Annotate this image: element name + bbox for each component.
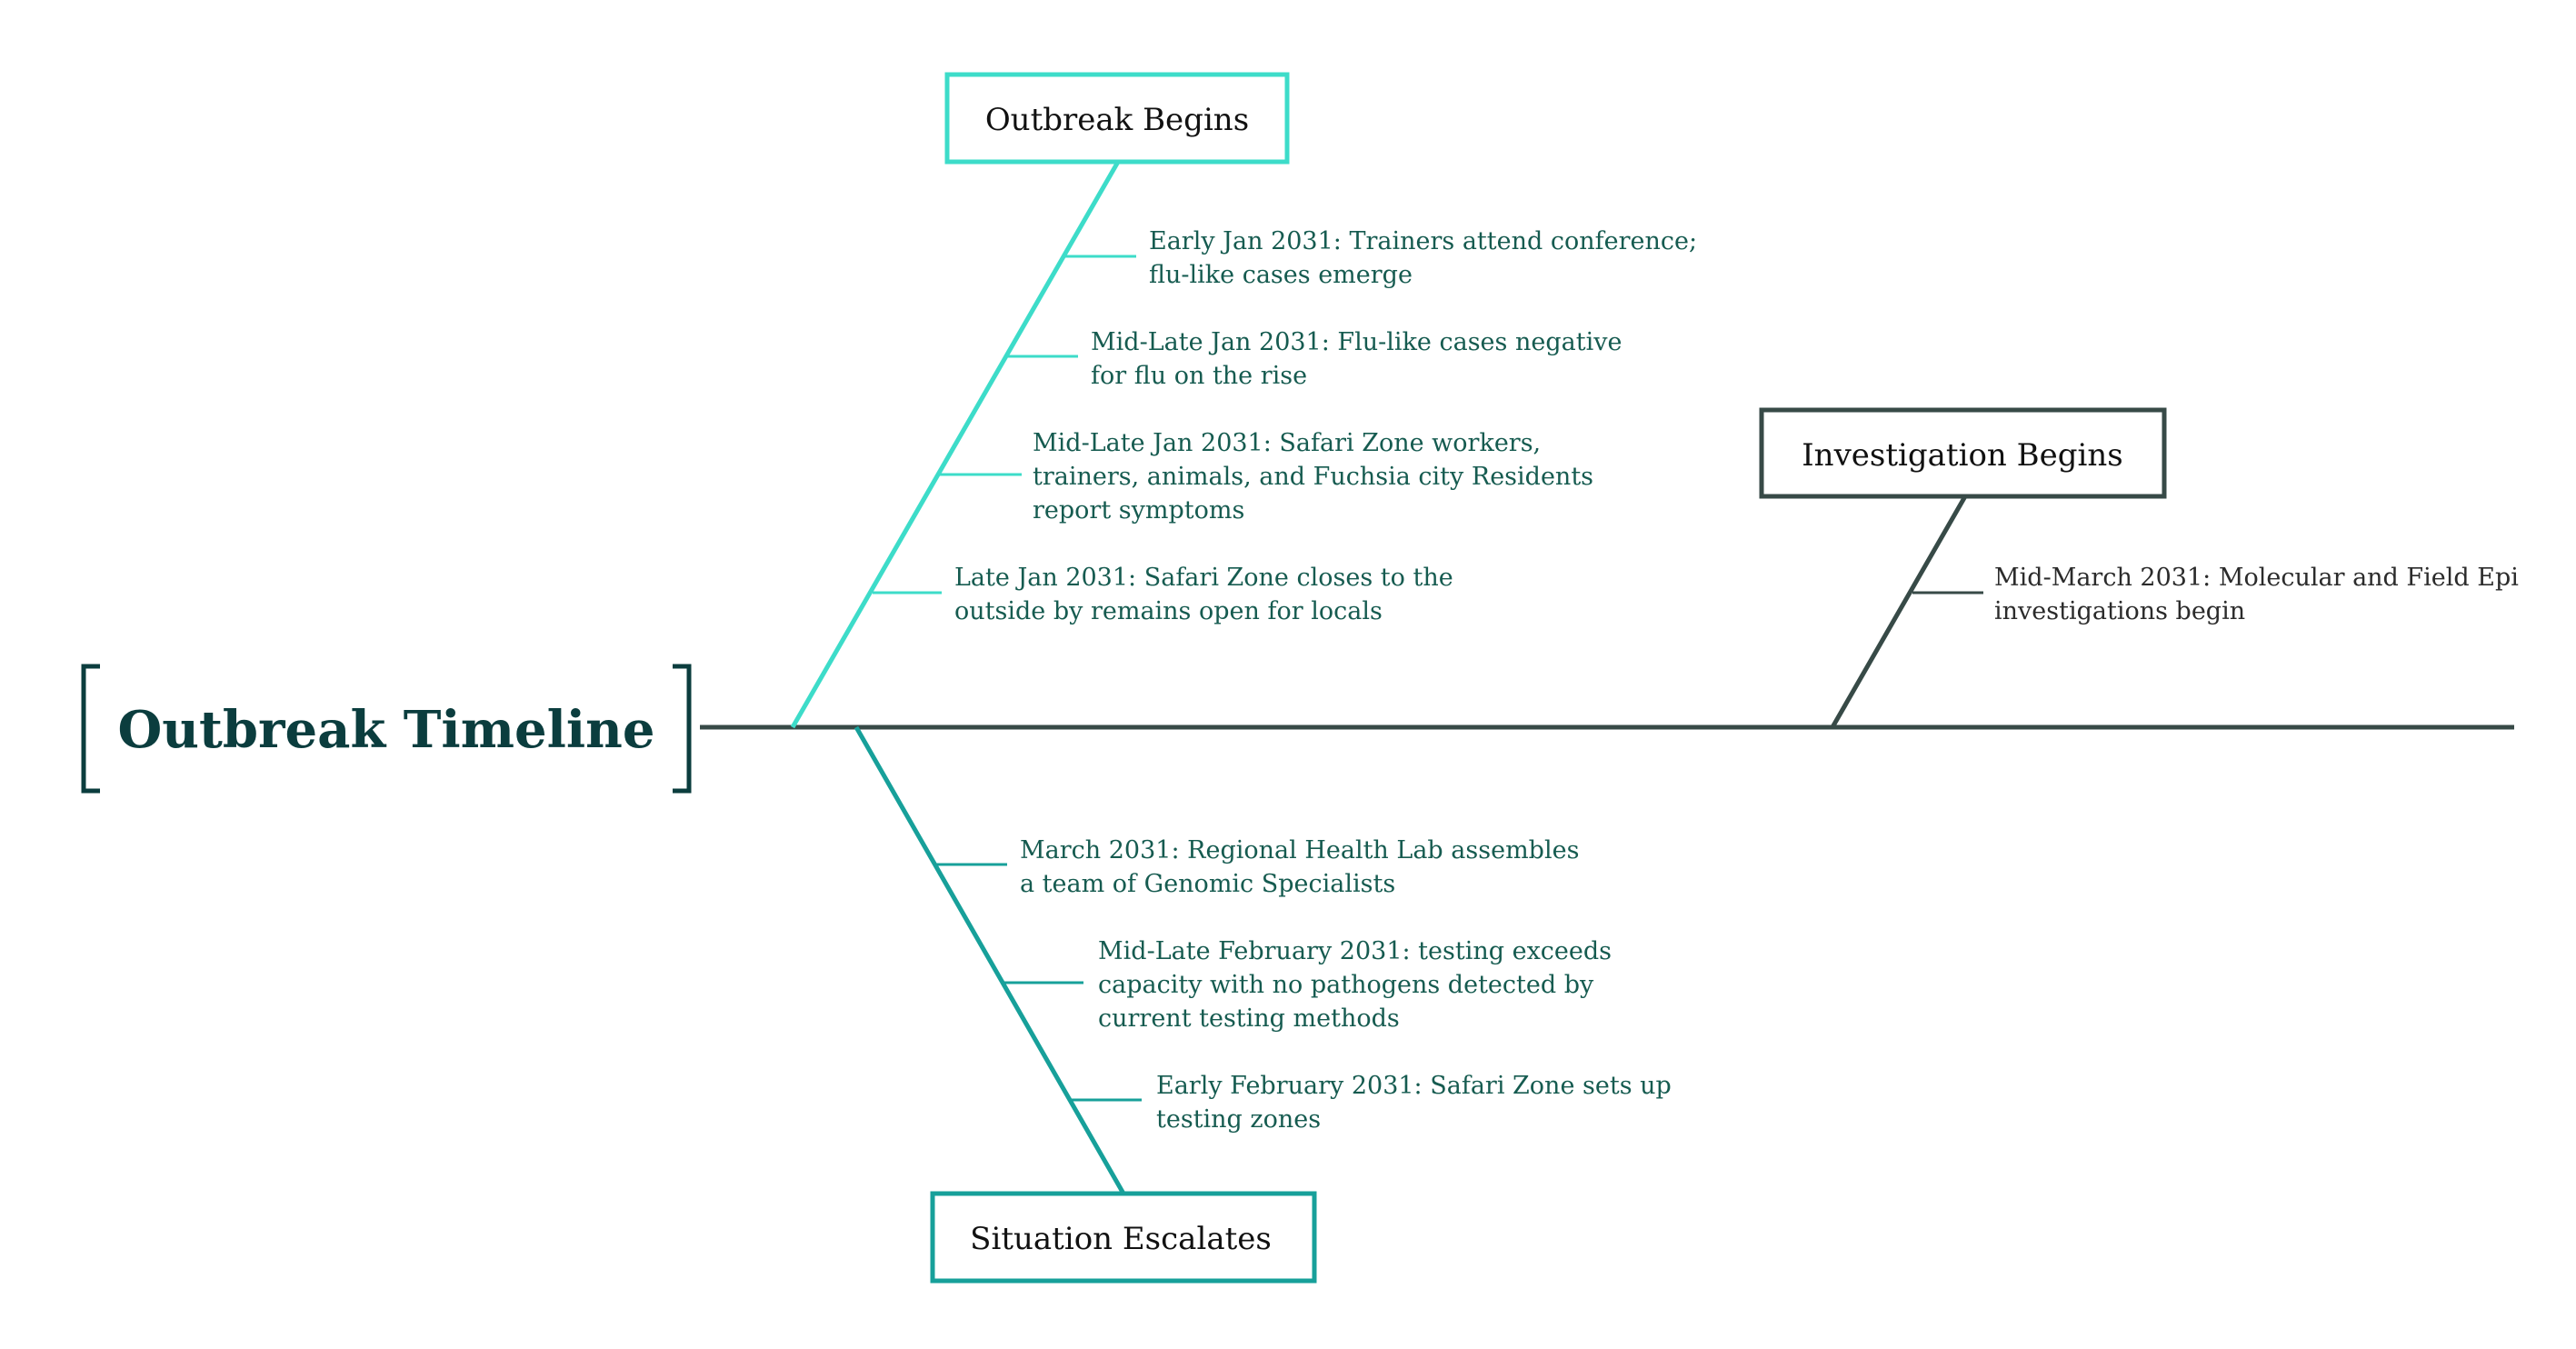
escalates-diagonal-line <box>854 725 1126 1195</box>
diagram-title: Outbreak Timeline <box>118 700 655 760</box>
outbreak-event-4: Late Jan 2031: Safari Zone closes to the… <box>954 564 1461 625</box>
right-bracket <box>673 664 692 794</box>
escalates-event-2: Mid-Late February 2031: testing exceeds … <box>1098 937 1620 1033</box>
investigation-event-1: Mid-March 2031: Molecular and Field Epi … <box>1994 564 2527 625</box>
situation-escalates-box <box>930 1191 1317 1284</box>
outbreak-event-2: Mid-Late Jan 2031: Flu-like cases negati… <box>1091 328 1630 390</box>
situation-escalates-label: Situation Escalates <box>970 1221 1272 1257</box>
outbreak-begins-label: Outbreak Begins <box>985 102 1249 138</box>
outbreak-begins-box <box>944 72 1290 165</box>
escalates-event-1: March 2031: Regional Health Lab assemble… <box>1020 836 1587 898</box>
investigation-diagonal-line <box>1830 495 1968 729</box>
title-block: Outbreak Timeline <box>81 664 692 794</box>
branch-situation-escalates: Situation Escalates March 2031: Regional… <box>854 725 1679 1284</box>
outbreak-event-3: Mid-Late Jan 2031: Safari Zone workers, … <box>1033 429 1602 525</box>
investigation-begins-label: Investigation Begins <box>1802 437 2122 474</box>
left-bracket <box>81 664 100 794</box>
outbreak-event-1: Early Jan 2031: Trainers attend conferen… <box>1149 227 1705 289</box>
escalates-event-3: Early February 2031: Safari Zone sets up… <box>1156 1072 1679 1134</box>
branch-investigation-begins: Investigation Begins Mid-March 2031: Mol… <box>1759 407 2527 729</box>
branch-outbreak-begins: Outbreak Begins Early Jan 2031: Trainers… <box>790 72 1705 729</box>
investigation-begins-box <box>1759 407 2167 499</box>
